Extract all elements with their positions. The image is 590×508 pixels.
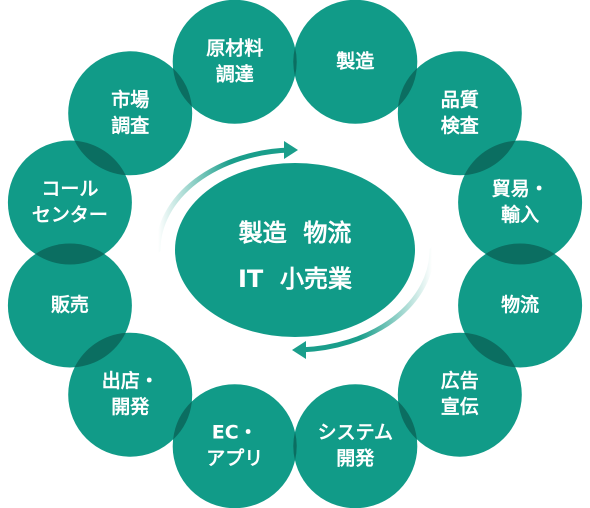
ring-node-overlap bbox=[293, 431, 297, 461]
ring-node-circle bbox=[68, 51, 193, 176]
ring-node-label: 開発 bbox=[336, 447, 375, 470]
ring-node-overlap bbox=[485, 243, 555, 265]
ring-node-label: 貿易・ bbox=[492, 177, 549, 200]
ring-node-circle bbox=[7, 243, 132, 368]
ring-node-label: 輸入 bbox=[501, 203, 539, 226]
ring-node-label: 原材料 bbox=[206, 36, 263, 59]
ring-node-overlap bbox=[173, 68, 192, 107]
ring-node-circle bbox=[293, 0, 418, 124]
ring-node-overlap bbox=[398, 401, 417, 440]
ring-node-overlap bbox=[464, 332, 516, 368]
ring-node-overlap bbox=[74, 140, 126, 176]
ring-node-label: 品質 bbox=[441, 88, 479, 111]
ring-node-circle bbox=[68, 332, 193, 457]
ring-node-label: 調査 bbox=[111, 114, 150, 137]
ring-node-label: センター bbox=[32, 204, 108, 226]
ring-node-circle bbox=[458, 140, 583, 265]
cycle-arrowhead-top bbox=[284, 141, 298, 159]
cycle-arrow-bottom bbox=[297, 247, 435, 353]
ring-overlaps: 原材料調達製造品質検査貿易・輸入物流広告宣伝システム開発EC・アプリ出店・開発販… bbox=[32, 36, 555, 470]
ring-node-circle bbox=[172, 384, 297, 508]
ring-node-label: 宣伝 bbox=[441, 395, 479, 418]
ring-node-label: システム bbox=[318, 422, 393, 444]
ring-node-label: EC・ bbox=[212, 422, 258, 444]
center-node: 製造 物流 IT 小売業 bbox=[175, 163, 415, 337]
ring-node-label: 開発 bbox=[111, 395, 150, 418]
cycle-arrows bbox=[155, 141, 435, 359]
center-label-line1: 製造 物流 bbox=[239, 219, 352, 247]
ring-node-circle bbox=[172, 0, 297, 124]
ring-node-label: アプリ bbox=[206, 447, 263, 470]
ring-node-overlap bbox=[398, 68, 417, 107]
ring-node-overlap bbox=[293, 47, 297, 77]
ring-node-overlap bbox=[464, 140, 516, 176]
ring-node-circle bbox=[397, 332, 522, 457]
cycle-arrow-top bbox=[155, 147, 293, 253]
ring-node-label: 出店・ bbox=[102, 369, 159, 392]
center-ellipse bbox=[175, 163, 415, 337]
ring-node-label: 製造 bbox=[335, 49, 375, 72]
ring-node-circle bbox=[397, 51, 522, 176]
ring-nodes bbox=[7, 0, 583, 508]
ring-node-circle bbox=[293, 384, 418, 508]
ring-node-label: 販売 bbox=[51, 293, 89, 316]
ring-node-overlap bbox=[74, 332, 126, 368]
ring-node-label: 広告 bbox=[441, 369, 479, 392]
ring-node-label: 検査 bbox=[441, 114, 480, 137]
ring-node-label: コール bbox=[41, 178, 98, 200]
center-label-line2: IT 小売業 bbox=[238, 265, 352, 293]
ring-node-circle bbox=[458, 243, 583, 368]
ring-node-label: 市場 bbox=[111, 88, 149, 111]
ring-node-label: 物流 bbox=[501, 293, 539, 316]
ring-node-circle bbox=[7, 140, 132, 265]
cycle-arrowhead-bottom bbox=[292, 341, 306, 359]
ring-node-overlap bbox=[35, 243, 105, 265]
ring-node-overlap bbox=[173, 401, 192, 440]
ring-node-label: 調達 bbox=[216, 62, 254, 85]
